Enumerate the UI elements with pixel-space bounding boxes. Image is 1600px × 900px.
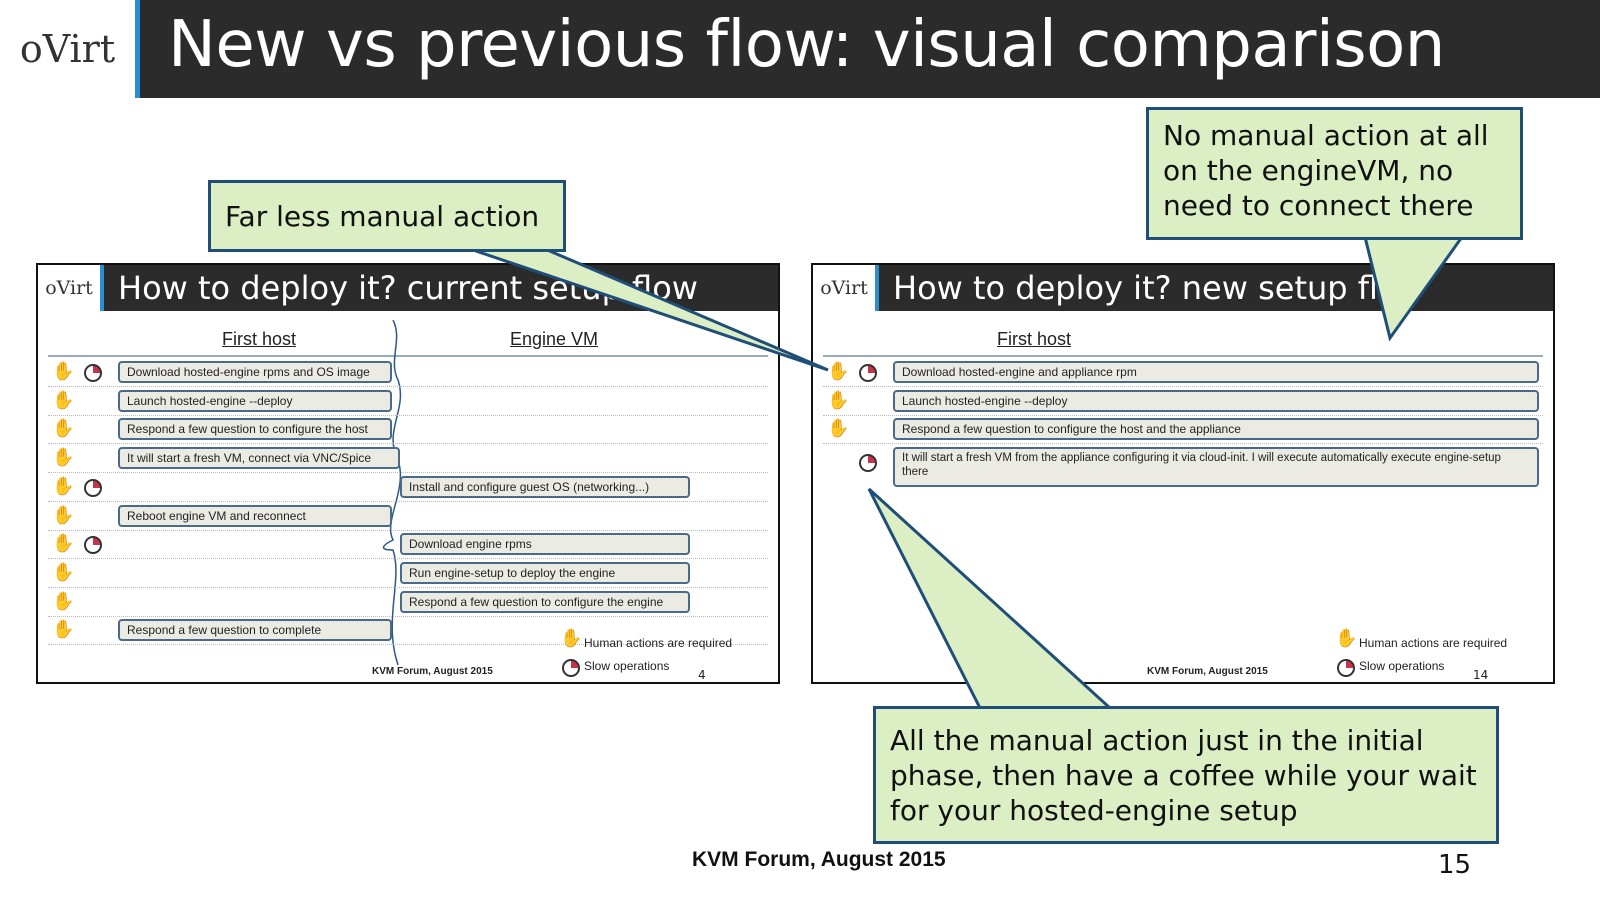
- callout-less-manual: Far less manual action: [208, 180, 566, 252]
- flow-step: Respond a few question to complete: [118, 619, 392, 642]
- hand-icon: ✋: [52, 590, 75, 612]
- inner-footer: KVM Forum, August 2015: [1147, 666, 1268, 677]
- stopwatch-icon: [1337, 659, 1355, 677]
- flow-step: Respond a few question to configure the …: [893, 418, 1539, 441]
- flow-step: Respond a few question to configure the …: [118, 418, 392, 441]
- flow-step: Respond a few question to configure the …: [400, 590, 690, 613]
- stopwatch-icon: [562, 659, 580, 677]
- flow-step: Install and configure guest OS (networki…: [400, 475, 690, 498]
- flow-step: Download hosted-engine rpms and OS image: [118, 361, 392, 383]
- row-divider: [48, 558, 768, 560]
- row-divider: [48, 472, 768, 474]
- stopwatch-icon: [859, 454, 877, 473]
- hand-icon: ✋: [827, 389, 850, 411]
- accent-stripe: [100, 265, 104, 311]
- page-number: 15: [1438, 850, 1472, 880]
- row-divider: [48, 443, 768, 445]
- inner-slide-header: oVirt How to deploy it? current setup fl…: [38, 265, 778, 311]
- slide-header: oVirt New vs previous flow: visual compa…: [0, 0, 1600, 98]
- flow-step: It will start a fresh VM, connect via VN…: [118, 447, 400, 470]
- row-divider: [823, 414, 1543, 416]
- current-flow-slide: oVirt How to deploy it? current setup fl…: [36, 263, 780, 684]
- hand-icon: ✋: [52, 361, 75, 382]
- hand-icon: ✋: [52, 619, 75, 641]
- column-header-first-host: First host: [222, 329, 297, 349]
- swimlane-divider: [382, 320, 402, 666]
- ovirt-logo: oVirt: [0, 0, 135, 98]
- flow-step: Download engine rpms: [400, 533, 690, 556]
- inner-page-number: 4: [698, 668, 706, 682]
- stopwatch-icon: [84, 364, 102, 382]
- stopwatch-icon: [859, 364, 877, 382]
- row-divider: [48, 615, 768, 617]
- row-divider: [48, 414, 768, 416]
- stopwatch-icon: [84, 536, 102, 555]
- stopwatch-icon: [84, 478, 102, 497]
- slide-title: New vs previous flow: visual comparison: [168, 8, 1445, 82]
- flow-step: Launch hosted-engine --deploy: [118, 389, 392, 412]
- legend-slow: Slow operations: [1359, 659, 1445, 673]
- footer-event: KVM Forum, August 2015: [692, 848, 946, 871]
- inner-page-number: 14: [1473, 668, 1489, 682]
- legend-human: Human actions are required: [1359, 636, 1508, 650]
- flow-step: Run engine-setup to deploy the engine: [400, 561, 690, 584]
- accent-stripe: [875, 265, 879, 311]
- ovirt-logo: oVirt: [813, 265, 875, 311]
- inner-slide-title: How to deploy it? current setup flow: [118, 269, 698, 307]
- hand-icon: ✋: [52, 475, 75, 497]
- hand-icon: ✋: [52, 533, 75, 555]
- row-divider: [823, 386, 1543, 387]
- hand-icon: ✋: [52, 447, 75, 469]
- flow-step: Reboot engine VM and reconnect: [118, 504, 392, 527]
- inner-footer: KVM Forum, August 2015: [372, 666, 493, 677]
- hand-icon: ✋: [827, 361, 850, 382]
- hand-icon: ✋: [52, 561, 75, 583]
- flow-step: It will start a fresh VM from the applia…: [893, 447, 1539, 488]
- callout-initial-phase: All the manual action just in the initia…: [873, 706, 1499, 844]
- header-divider: [48, 355, 768, 357]
- row-divider: [823, 443, 1543, 445]
- column-header-engine-vm: Engine VM: [510, 329, 599, 349]
- hand-icon: ✋: [560, 628, 583, 649]
- hand-icon: ✋: [52, 504, 75, 526]
- row-divider: [48, 500, 768, 502]
- flow-step: Download hosted-engine and appliance rpm: [893, 361, 1539, 383]
- hand-icon: ✋: [1335, 628, 1358, 649]
- hand-icon: ✋: [827, 418, 850, 440]
- accent-stripe: [135, 0, 140, 98]
- row-divider: [48, 644, 768, 646]
- header-divider: [823, 355, 1543, 357]
- new-flow-slide: oVirt How to deploy it? new setup flow F…: [811, 263, 1555, 684]
- inner-slide-header: oVirt How to deploy it? new setup flow: [813, 265, 1553, 311]
- ovirt-logo: oVirt: [38, 265, 100, 311]
- legend-human: Human actions are required: [584, 636, 733, 650]
- legend-slow: Slow operations: [584, 659, 670, 673]
- row-divider: [48, 386, 768, 387]
- flow-step: Launch hosted-engine --deploy: [893, 389, 1539, 412]
- inner-slide-title: How to deploy it? new setup flow: [893, 269, 1424, 307]
- row-divider: [48, 586, 768, 588]
- hand-icon: ✋: [52, 418, 75, 440]
- row-divider: [48, 529, 768, 531]
- callout-no-manual-engine: No manual action at all on the engineVM,…: [1146, 107, 1523, 240]
- column-header-first-host: First host: [997, 329, 1072, 349]
- hand-icon: ✋: [52, 389, 75, 411]
